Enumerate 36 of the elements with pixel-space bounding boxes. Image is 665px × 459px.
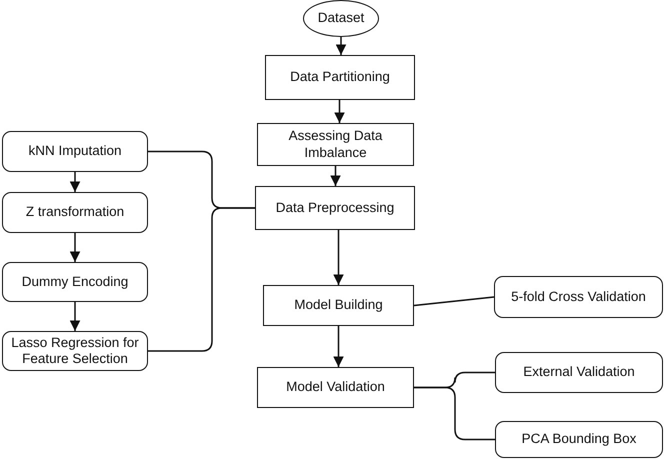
node-label: Data Partitioning — [290, 69, 390, 86]
node-label: kNN Imputation — [28, 143, 122, 160]
arrow — [330, 166, 341, 186]
process-box — [2, 331, 148, 371]
process-box — [257, 367, 414, 408]
node-label: Dataset — [318, 10, 364, 27]
node-label: Dummy Encoding — [22, 274, 128, 290]
connector-line — [414, 296, 494, 306]
process-box — [494, 276, 663, 318]
node-label: Data Preprocessing — [276, 200, 394, 216]
arrow — [336, 37, 346, 55]
node-label: Lasso Regression for Feature Selection — [10, 334, 140, 368]
arrow — [334, 100, 345, 123]
node-label: PCA Bounding Box — [522, 431, 636, 448]
process-box — [2, 192, 148, 233]
process-box — [2, 262, 148, 302]
arrow — [70, 233, 80, 262]
node-label: Model Validation — [286, 379, 385, 396]
node-label: External Validation — [523, 364, 635, 381]
arrow — [70, 172, 80, 192]
process-box — [2, 131, 148, 172]
node-label: Assessing Data Imbalance — [288, 128, 384, 161]
connector-line — [148, 207, 255, 352]
arrow — [333, 326, 344, 367]
process-box — [263, 285, 414, 326]
node-label: 5-fold Cross Validation — [511, 288, 646, 306]
node-label: Z transformation — [26, 204, 124, 221]
process-box — [257, 123, 414, 166]
process-box — [495, 352, 663, 393]
arrow — [70, 302, 80, 331]
node-label: Model Building — [294, 297, 383, 314]
process-box — [265, 55, 415, 100]
connector-line — [414, 386, 495, 440]
process-box — [495, 421, 663, 458]
arrow — [333, 230, 344, 285]
process-box — [255, 186, 415, 230]
